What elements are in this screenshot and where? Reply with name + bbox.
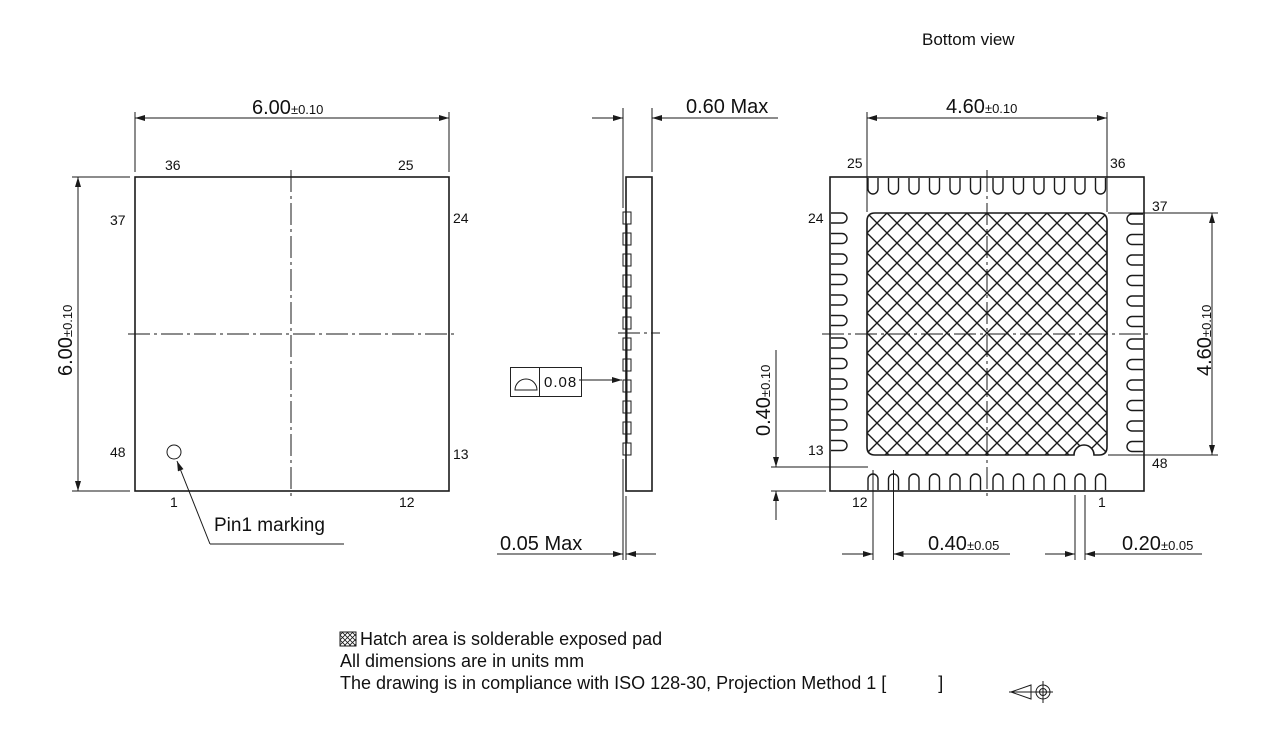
left-pads [831,212,848,452]
lead-width-dimension: 0.20±0.05 [1122,533,1194,555]
bv-pin-label-36: 36 [1110,155,1126,171]
standoff-dimension: 0.05 Max [500,533,583,555]
fcf-symbol-cell [511,368,540,396]
pin-label-13: 13 [453,446,469,462]
package-side-outline [625,176,653,492]
note-hatch: Hatch area is solderable exposed pad [360,629,663,649]
side-view [497,108,778,560]
pin1-marking-label: Pin1 marking [214,515,325,536]
pad-width-dimension: 4.60±0.10 [946,96,1018,118]
bottom-view-title: Bottom view [922,30,1015,49]
thickness-dimension: 0.60 Max [686,96,769,118]
hatch-legend-swatch [339,631,357,647]
pitch-dimension: 0.40±0.05 [928,533,1000,555]
coplanarity-frame: 0.08 [510,367,583,397]
note-units: All dimensions are in units mm [340,651,585,671]
note-iso: The drawing is in compliance with ISO 12… [340,673,944,693]
bv-pin-label-13: 13 [808,442,824,458]
pin1-marking-circle [166,444,182,460]
lead-length-dimension: 0.40±0.10 [753,364,775,436]
top-height-dimension: 6.00±0.10 [55,304,77,376]
pin-label-48: 48 [110,444,126,460]
pin-label-36: 36 [165,157,181,173]
projection-method-icon [1009,681,1053,703]
pin-label-25: 25 [398,157,414,173]
pin-label-12: 12 [399,494,415,510]
drawing-notes: Hatch area is solderable exposed pad All… [340,628,943,694]
right-pads [1126,213,1143,453]
bottom-view [771,112,1218,560]
bv-pin-label-24: 24 [808,210,824,226]
bv-pin-label-48: 48 [1152,455,1168,471]
bottom-pads [867,473,1107,490]
top-view [72,112,456,545]
bv-pin-label-25: 25 [847,155,863,171]
bv-pin-label-1: 1 [1098,494,1106,510]
pin-label-24: 24 [453,210,469,226]
bv-pin-label-37: 37 [1152,198,1168,214]
pin-label-37: 37 [110,212,126,228]
pad-height-dimension: 4.60±0.10 [1194,304,1216,376]
profile-of-surface-icon [514,378,538,391]
top-width-dimension: 6.00±0.10 [252,97,324,119]
pin-label-1: 1 [170,494,178,510]
coplanarity-value: 0.08 [544,373,578,391]
top-pads [867,178,1107,195]
bv-pin-label-12: 12 [852,494,868,510]
